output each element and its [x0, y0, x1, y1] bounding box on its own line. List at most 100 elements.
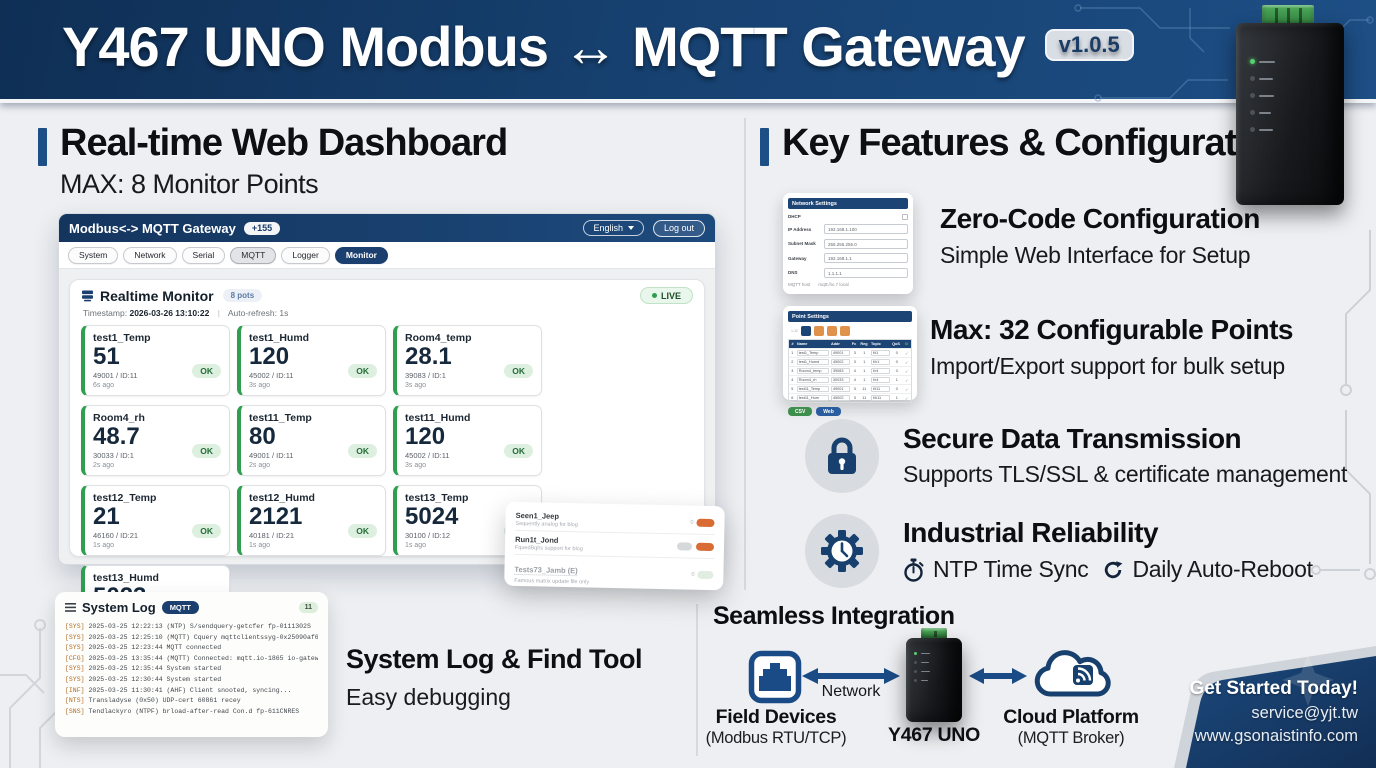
thumbnail-titlebar: Point Settings	[788, 311, 912, 322]
auto-reboot-label: Daily Auto-Reboot	[1132, 556, 1313, 582]
ntp-sync-label: NTP Time Sync	[933, 556, 1089, 582]
syslog-count-badge: 11	[298, 602, 318, 613]
dashboard-tab[interactable]: Logger	[281, 246, 330, 264]
syslog-caption-title: System Log & Find Tool	[346, 644, 643, 674]
status-badge: OK	[504, 364, 533, 378]
network-settings-thumbnail: Network Settings DHCP IP Address 192.168…	[783, 193, 913, 294]
realtime-monitor-panel: Realtime Monitor 8 pots LIVE Timestamp: …	[69, 279, 705, 636]
toolbar-button[interactable]	[814, 325, 825, 336]
point-value: 48.7	[93, 423, 140, 450]
gateway-label: Y467 UNO	[888, 724, 980, 746]
toggle[interactable]	[676, 541, 693, 551]
dhcp-checkbox[interactable]	[902, 213, 908, 220]
autorefresh-label: Auto-refresh: 1s	[227, 308, 289, 318]
thumbnail-titlebar: Network Settings	[788, 198, 908, 209]
point-name: Room4_temp	[405, 332, 472, 344]
feature-reliability-subtitle: NTP Time Sync Daily Auto-Reboot	[903, 556, 1313, 583]
cta-wedge	[1174, 646, 1376, 768]
monitor-card: test13_Temp 5024 30100 / ID:12 1s ago OK	[393, 485, 542, 556]
chevron-down-icon	[627, 226, 634, 230]
led-indicator	[1250, 76, 1275, 81]
monitor-card: Room4_rh 48.7 30033 / ID:1 2s ago OK	[81, 405, 230, 476]
language-dropdown[interactable]: English	[583, 220, 644, 236]
point-age: 1s ago	[93, 542, 115, 550]
toolbar-button[interactable]	[840, 325, 851, 336]
feature-zero-code-subtitle: Simple Web Interface for Setup	[940, 242, 1251, 268]
point-register: 30033 / ID:1	[93, 451, 134, 461]
ethernet-icon	[748, 650, 802, 704]
left-section-heading: Real-time Web Dashboard	[38, 122, 508, 166]
dashboard-tab[interactable]: Monitor	[334, 246, 388, 264]
feature-secure-title: Secure Data Transmission	[903, 423, 1242, 454]
column-divider	[744, 118, 746, 590]
point-value: 120	[249, 343, 290, 370]
arrow-left-right-icon	[802, 668, 900, 684]
gateway-device-image	[906, 628, 962, 722]
timestamp-line: Timestamp: 2026-03-26 13:10:22 | Auto-re…	[83, 308, 289, 318]
arrow-left-right-icon	[969, 668, 1027, 684]
dashboard-tab[interactable]: Network	[123, 246, 177, 264]
ip-address-field[interactable]: 192.168.1.100	[824, 224, 908, 234]
feature-secure-subtitle: Supports TLS/SSL & certificate managemen…	[903, 461, 1348, 487]
status-badge: OK	[504, 444, 533, 458]
system-log-card: System Log MQTT 11 [SYS]2025-03-25 12:22…	[55, 592, 328, 737]
point-value: 2121	[249, 503, 303, 530]
subnet-mask-field[interactable]: 255.255.255.0	[824, 238, 908, 249]
feature-points-title: Max: 32 Configurable Points	[930, 314, 1294, 345]
gear-clock-icon	[821, 530, 863, 572]
heading-accent-bar	[760, 128, 769, 166]
status-badge: OK	[348, 524, 377, 538]
dashboard-tab[interactable]: Serial	[181, 246, 226, 264]
point-value: 28.1	[405, 343, 452, 370]
point-name: test12_Temp	[93, 492, 157, 504]
integration-heading: Seamless Integration	[713, 602, 955, 630]
publish-toggle[interactable]	[696, 518, 715, 527]
toolbar-button[interactable]	[827, 325, 838, 336]
point-value: 80	[249, 423, 276, 450]
popup-row[interactable]: Tests73_Jamb (E) Famous matrix update fi…	[514, 555, 714, 591]
point-register: 39083 / ID:1	[405, 371, 446, 381]
csv-export-button[interactable]: CSV	[788, 407, 813, 416]
point-register: 49001 / ID:11	[93, 371, 138, 381]
dashboard-content: Realtime Monitor 8 pots LIVE Timestamp: …	[59, 269, 715, 636]
point-name: test1_Temp	[93, 332, 151, 344]
dhcp-label: DHCP	[788, 214, 801, 219]
popup-row-title: Tests73_Jamb (E)	[514, 564, 578, 576]
dashboard-titlebar: Modbus<-> MQTT Gateway +155 English Log …	[59, 214, 715, 242]
status-badge: OK	[192, 364, 221, 378]
features-heading-text: Key Features & Configuration	[782, 122, 1291, 164]
left-subheading: MAX: 8 Monitor Points	[60, 169, 319, 199]
cta-email-link[interactable]: service@yjt.tw	[1251, 704, 1358, 722]
toggle[interactable]	[697, 570, 714, 580]
point-register: 45002 / ID:11	[249, 371, 294, 381]
web-button[interactable]: Web	[816, 407, 841, 416]
dashboard-screenshot: Modbus<-> MQTT Gateway +155 English Log …	[58, 213, 716, 636]
dashboard-tab[interactable]: System	[68, 246, 119, 264]
dns-field[interactable]: 1.1.1.1	[824, 267, 908, 278]
dashboard-tab[interactable]: MQTT	[230, 246, 277, 264]
point-name: test12_Humd	[249, 492, 315, 504]
logout-button[interactable]: Log out	[652, 219, 705, 237]
cta-website-link[interactable]: www.gsonaistinfo.com	[1194, 727, 1358, 745]
log-line: [SYS]2025-03-25 12:35:44 System started	[65, 665, 222, 673]
left-heading-text: Real-time Web Dashboard	[60, 122, 508, 164]
point-name: test11_Humd	[405, 412, 471, 424]
monitor-card: test1_Temp 51 49001 / ID:11 6s ago OK	[81, 325, 230, 396]
dashboard-version-badge: +155	[243, 221, 281, 235]
gateway-field[interactable]: 192.168.1.1	[824, 253, 908, 263]
status-badge: OK	[348, 444, 377, 458]
monitor-icon	[82, 290, 93, 302]
refresh-icon	[1105, 560, 1123, 578]
device-body	[906, 638, 962, 722]
point-name: test1_Humd	[249, 332, 310, 344]
monitor-card-grid: test1_Temp 51 49001 / ID:11 6s ago OK te…	[81, 325, 693, 636]
monitor-card: test11_Temp 80 49001 / ID:11 2s ago OK	[237, 405, 386, 476]
point-register: 30100 / ID:12	[405, 531, 451, 541]
publish-toggle[interactable]	[695, 542, 715, 551]
add-point-button[interactable]	[801, 325, 812, 336]
point-value: 21	[93, 503, 120, 530]
